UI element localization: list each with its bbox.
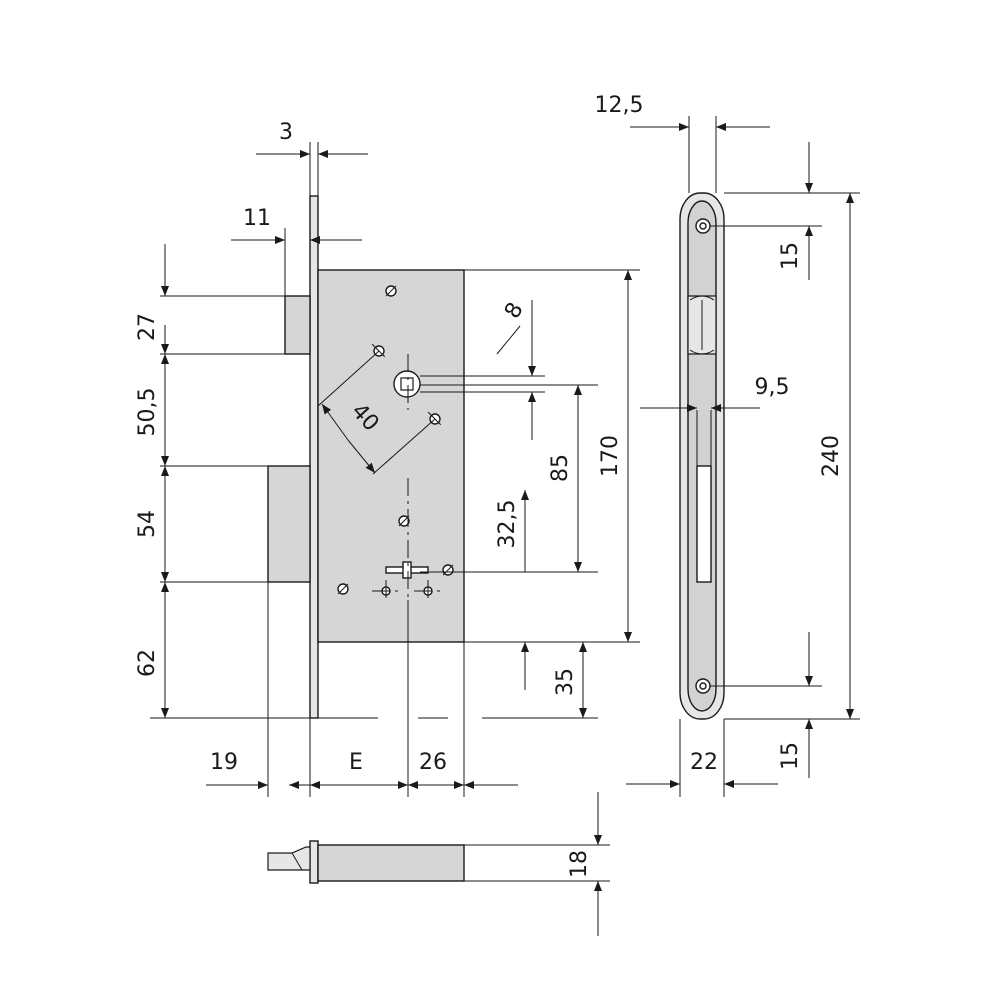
forend-dimension-lines	[626, 123, 854, 788]
dim-latch-projection: 11	[243, 206, 271, 231]
forend-dimension-texts: 12,5 15 9,5 240 22 15	[595, 93, 844, 775]
forend-screw-icon	[695, 678, 711, 694]
screw-icon	[385, 285, 397, 297]
forend-inner-plate	[687, 200, 717, 712]
dim-bolt-to-bottom: 62	[135, 649, 160, 677]
latch-bolt	[284, 295, 311, 355]
dim-bolt-height: 54	[135, 510, 160, 538]
dim-backset: E	[349, 750, 363, 775]
front-forend-plate	[309, 195, 319, 719]
dim-faceplate-width: 22	[690, 750, 718, 775]
dim-handle-to-key: 85	[548, 454, 573, 482]
dim-faceplate-height: 240	[819, 435, 844, 477]
dim-faceplate-thickness: 3	[279, 120, 293, 145]
dim-screw-top: 15	[778, 242, 803, 270]
keyhole-icon	[385, 561, 429, 579]
dim-screw-bottom: 15	[778, 742, 803, 770]
bolt-slot	[696, 465, 712, 583]
dim-case-thickness: 18	[567, 850, 592, 878]
dim-case-depth: 26	[419, 750, 447, 775]
front-dimension-lines	[161, 150, 632, 789]
lock-case	[317, 269, 465, 643]
dim-key-offset: 32,5	[495, 500, 520, 549]
follower-square	[400, 377, 414, 391]
latch-notch-icon	[689, 295, 715, 355]
forend-view: 12,5 15 9,5 240 22 15	[595, 93, 860, 797]
dim-faceplate-width-top: 12,5	[595, 93, 644, 118]
forend-screw-icon	[695, 218, 711, 234]
dim-bolt-width: 9,5	[755, 375, 790, 400]
bottom-latch	[267, 846, 311, 871]
dim-case-height: 170	[598, 435, 623, 477]
bottom-forend-plate	[309, 840, 319, 884]
screw-icon	[337, 583, 349, 595]
dim-latch-height: 27	[135, 313, 160, 341]
bottom-extension-lines	[464, 844, 610, 882]
bottom-view: 18	[267, 792, 610, 936]
bottom-case	[317, 844, 465, 882]
screw-icon	[442, 564, 454, 576]
dim-latch-to-bolt: 50,5	[135, 388, 160, 437]
screw-icon	[398, 515, 410, 527]
dim-handle-hole: 8	[500, 298, 529, 323]
dim-bolt-throw: 19	[210, 750, 238, 775]
dead-bolt	[267, 465, 311, 583]
dim-case-bottom: 35	[553, 668, 578, 696]
front-view: 3 11 27 50,5 54 62 19 E 26 8 40 85 32,5 …	[135, 120, 640, 797]
